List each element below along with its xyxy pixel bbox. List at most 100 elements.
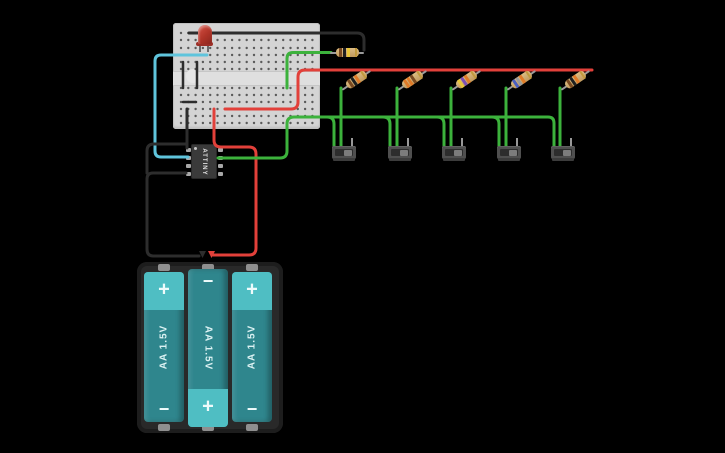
breadboard-hole xyxy=(282,121,285,125)
breadboard-hole xyxy=(296,67,299,71)
led-cathode-lead xyxy=(199,44,201,52)
breadboard-hole xyxy=(223,60,226,64)
breadboard-hole xyxy=(238,46,241,50)
breadboard-hole xyxy=(252,67,256,71)
breadboard-hole xyxy=(303,60,307,64)
breadboard-hole xyxy=(267,46,270,50)
resistor-band-gold xyxy=(354,48,357,57)
switch-base xyxy=(498,158,520,161)
wire-green-r1-to-board[interactable] xyxy=(285,51,333,90)
wire-black-chip-stub[interactable] xyxy=(145,142,189,175)
breadboard-hole xyxy=(179,114,183,118)
breadboard-hole xyxy=(296,121,299,125)
breadboard-hole xyxy=(238,93,241,97)
breadboard-hole xyxy=(260,93,263,97)
slide-switch-3[interactable] xyxy=(442,137,466,162)
breadboard-hole xyxy=(194,107,197,111)
battery-positive-terminal xyxy=(208,251,215,258)
wire-red-power-rail[interactable] xyxy=(223,68,594,111)
wire-black-chip-to-battery[interactable] xyxy=(145,171,201,258)
switch-base xyxy=(389,158,411,161)
battery-pack[interactable]: + − AA 1.5V − + AA 1.5V + − AA 1.5V xyxy=(137,262,283,433)
breadboard-hole xyxy=(311,93,314,97)
breadboard-hole xyxy=(311,46,314,50)
wire-green-drop-sw2[interactable] xyxy=(381,115,392,148)
switch-base xyxy=(333,158,355,161)
breadboard-hole xyxy=(267,60,270,64)
resistor-R1[interactable] xyxy=(330,48,364,57)
plus-symbol: + xyxy=(202,395,214,418)
wire-green-chip-to-switches[interactable] xyxy=(216,115,556,160)
breadboard-hole xyxy=(230,86,234,90)
breadboard-hole xyxy=(230,38,234,42)
wire-green-drop-sw1[interactable] xyxy=(325,115,336,148)
breadboard-hole xyxy=(274,38,278,42)
breadboard-hole xyxy=(289,46,292,50)
breadboard-hole xyxy=(252,93,256,97)
breadboard-hole xyxy=(274,53,278,57)
red-led[interactable] xyxy=(196,25,213,52)
switch-knob[interactable] xyxy=(563,149,571,156)
breadboard-hole xyxy=(179,31,183,35)
switch-knob[interactable] xyxy=(400,149,408,156)
breadboard-hole xyxy=(216,114,219,118)
breadboard-hole xyxy=(267,100,270,104)
breadboard-hole xyxy=(223,93,226,97)
breadboard-hole xyxy=(303,100,307,104)
switch-pin xyxy=(350,138,353,147)
breadboard-hole xyxy=(209,121,212,125)
resistor-band-brown xyxy=(339,48,342,57)
wire-green-drop-sw3[interactable] xyxy=(435,115,446,148)
breadboard-hole xyxy=(216,86,219,90)
breadboard-hole xyxy=(209,67,212,71)
breadboard-hole xyxy=(260,100,263,104)
battery-aa-3[interactable]: + − AA 1.5V xyxy=(232,272,272,422)
switch-knob[interactable] xyxy=(509,149,517,156)
breadboard-hole xyxy=(282,67,285,71)
switch-base xyxy=(552,158,574,161)
breadboard-hole xyxy=(303,86,307,90)
battery-aa-2[interactable]: − + AA 1.5V xyxy=(188,269,228,427)
slide-switch-5[interactable] xyxy=(551,137,575,162)
wire-black-led-row[interactable] xyxy=(187,31,366,52)
breadboard-hole xyxy=(209,107,212,111)
breadboard-hole xyxy=(289,93,292,97)
battery-contact xyxy=(158,264,170,271)
breadboard-hole xyxy=(216,107,219,111)
wire-red-board-to-battery[interactable] xyxy=(211,107,258,257)
breadboard-hole xyxy=(194,46,197,50)
breadboard-hole xyxy=(303,121,307,125)
wire-green-drop-sw4[interactable] xyxy=(490,115,501,148)
battery-contact xyxy=(246,424,258,431)
minus-symbol: − xyxy=(246,399,258,419)
breadboard-hole xyxy=(289,38,292,42)
wire-cyan-board-to-chip[interactable] xyxy=(153,53,209,159)
breadboard-hole xyxy=(252,60,256,64)
slide-switch-1[interactable] xyxy=(332,137,356,162)
breadboard-hole xyxy=(209,60,212,64)
breadboard-hole xyxy=(260,38,263,42)
led-flange xyxy=(196,42,213,46)
switch-pin xyxy=(515,138,518,147)
chip-pin-right xyxy=(218,148,223,152)
breadboard-hole xyxy=(252,121,256,125)
switch-knob[interactable] xyxy=(454,149,462,156)
switch-knob[interactable] xyxy=(344,149,352,156)
breadboard-hole xyxy=(282,114,285,118)
battery-2-positive-cap: + xyxy=(188,389,228,427)
breadboard-hole xyxy=(282,93,285,97)
breadboard-hole xyxy=(245,100,248,104)
battery-contact xyxy=(158,424,170,431)
breadboard-hole xyxy=(216,93,219,97)
breadboard-hole xyxy=(230,46,234,50)
slide-switch-2[interactable] xyxy=(388,137,412,162)
breadboard-hole xyxy=(187,60,190,64)
breadboard-hole xyxy=(230,60,234,64)
breadboard-hole xyxy=(245,67,248,71)
switch-pin xyxy=(460,138,463,147)
battery-aa-1[interactable]: + − AA 1.5V xyxy=(144,272,184,422)
switch-pin xyxy=(569,138,572,147)
slide-switch-4[interactable] xyxy=(497,137,521,162)
